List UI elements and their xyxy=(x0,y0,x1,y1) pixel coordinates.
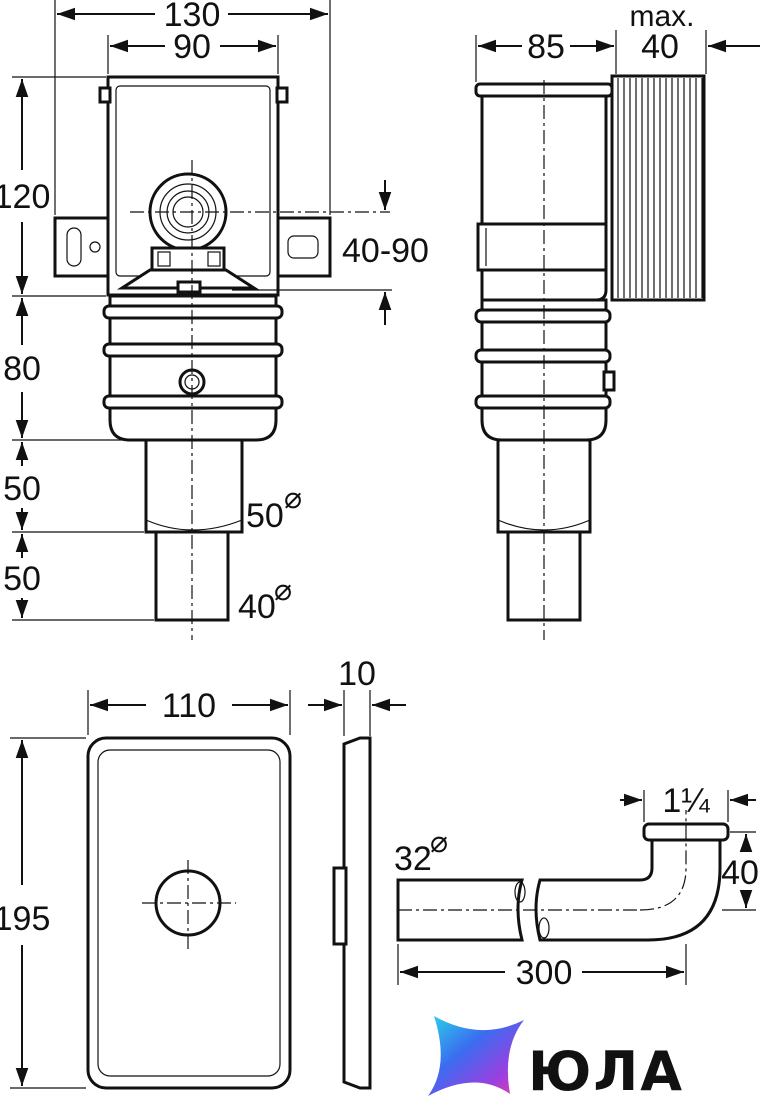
dim-body-width: 90 xyxy=(173,28,211,66)
threaded-extension xyxy=(610,74,706,302)
brand-name: ЮЛА xyxy=(528,1040,684,1100)
dim-pipe-length: 300 xyxy=(516,954,573,992)
dim-overall-width: 130 xyxy=(164,0,221,34)
dim-box-height: 120 xyxy=(0,178,50,216)
dim-plate-width: 110 xyxy=(162,687,216,725)
dim-plate-height: 195 xyxy=(0,900,50,938)
pipe-bend: 32 ⌀ 1¼ 40 300 xyxy=(394,782,759,992)
dim-spigot-lower-height: 50 xyxy=(3,560,41,598)
dim-depth: 85 xyxy=(527,28,565,66)
dim-adjust-range: 40-90 xyxy=(342,232,429,270)
diameter-symbol-1: ⌀ xyxy=(284,482,302,515)
dim-max-extension: 40 xyxy=(641,28,679,66)
dim-lower-body-height: 80 xyxy=(3,350,41,388)
dim-spigot-upper-height: 50 xyxy=(3,470,41,508)
dim-max-label: max. xyxy=(629,0,694,33)
dim-pipe-diameter: 32 xyxy=(394,840,432,878)
front-view: 130 90 120 80 50 50 40-90 50 ⌀ 40 ⌀ xyxy=(0,0,429,640)
dim-plate-thickness: 10 xyxy=(338,655,376,693)
pipe-bend-section xyxy=(534,834,722,942)
logo-mark-icon xyxy=(428,1016,524,1096)
side-view: 85 max. 40 xyxy=(474,0,760,640)
dim-upper-diameter: 50 xyxy=(246,497,284,535)
cover-plate: 110 195 10 xyxy=(0,655,406,1090)
dim-bend-height: 40 xyxy=(721,854,759,892)
diameter-symbol-3: ⌀ xyxy=(430,826,448,859)
dim-thread-size: 1¼ xyxy=(662,782,710,820)
upper-spigot xyxy=(144,438,244,534)
brand-logo: ЮЛА xyxy=(428,1016,684,1100)
dim-lower-diameter: 40 xyxy=(238,588,276,626)
diameter-symbol-2: ⌀ xyxy=(274,574,292,607)
